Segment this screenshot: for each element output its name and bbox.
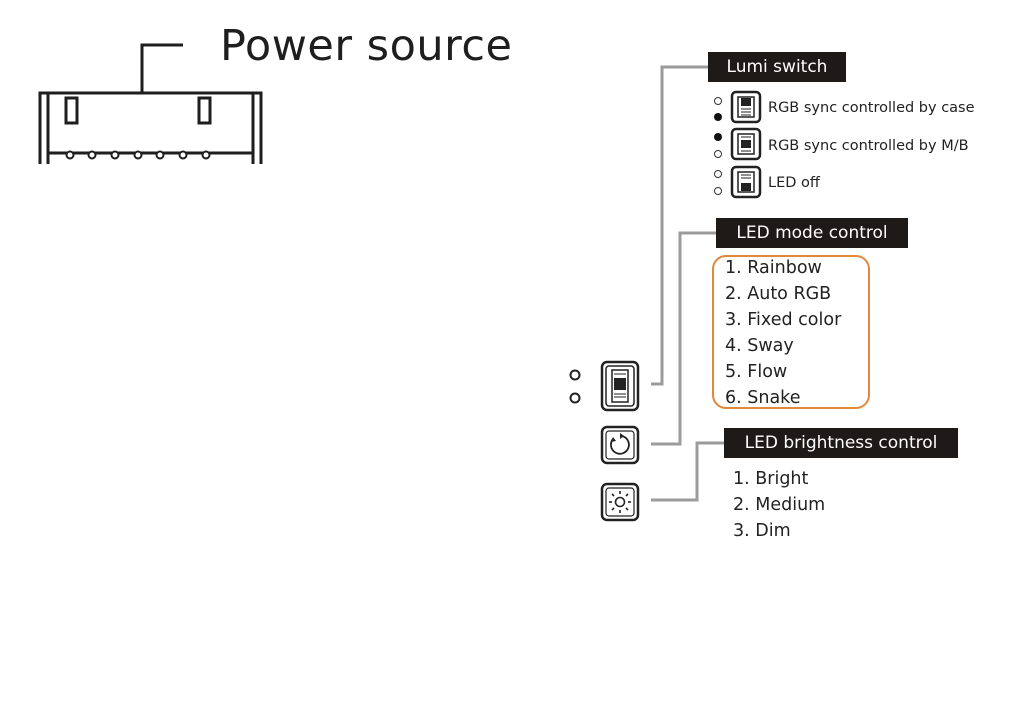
power-source-title: Power source [220,21,513,71]
led-mode-frame [712,255,870,409]
position-indicator-filled [714,133,722,141]
slide-switch-icon [730,165,762,199]
slide-switch-icon [730,127,762,161]
led-mode-item: 6. Snake [725,388,801,408]
led-brightness-item: 3. Dim [733,521,791,541]
position-indicator-empty [714,187,722,195]
led-mode-item: 3. Fixed color [725,310,842,330]
power-connector-icon [38,43,263,164]
lumi-switch-connector [651,65,708,386]
lumi-option-label: LED off [768,175,820,191]
mode-cycle-icon[interactable] [600,425,640,465]
position-indicator-empty [714,97,722,105]
led-mode-item: 1. Rainbow [725,258,822,278]
lumi-switch-label: Lumi switch [708,52,846,82]
led-brightness-item: 2. Medium [733,495,826,515]
led-mode-item: 4. Sway [725,336,794,356]
lumi-option-label: RGB sync controlled by case [768,100,975,116]
led-mode-label: LED mode control [716,218,908,248]
brightness-sun-icon[interactable] [600,482,640,522]
position-indicator-empty [714,170,722,178]
position-indicator-empty [714,150,722,158]
led-brightness-label: LED brightness control [724,428,958,458]
position-indicator-filled [714,113,722,121]
led-mode-item: 2. Auto RGB [725,284,832,304]
led-brightness-item: 1. Bright [733,469,809,489]
led-mode-list: 1. Rainbow 2. Auto RGB 3. Fixed color 4.… [725,255,841,411]
led-mode-connector [651,231,716,446]
lumi-slide-switch-icon[interactable] [600,360,640,412]
switch-position-marks [569,369,581,404]
slide-switch-icon [730,90,762,124]
led-mode-item: 5. Flow [725,362,788,382]
lumi-option-label: RGB sync controlled by M/B [768,138,969,154]
led-brightness-list: 1. Bright 2. Medium 3. Dim [733,466,825,544]
led-brightness-connector [651,441,724,502]
